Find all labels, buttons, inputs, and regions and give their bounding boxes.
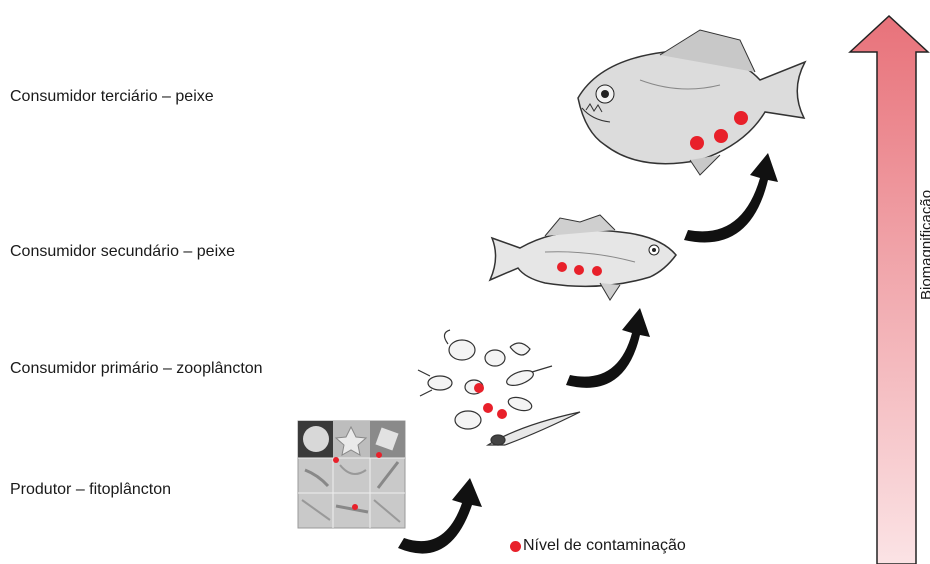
biomagnification-arrow (850, 16, 928, 564)
phytoplankton-grid-icon (298, 421, 405, 528)
legend: Nível de contaminação (510, 537, 686, 555)
bass-fish-icon (490, 215, 676, 300)
zooplankton-cluster-icon (418, 330, 580, 445)
contamination-dot-icon (510, 541, 521, 552)
piranha-fish-icon (578, 30, 805, 175)
legend-label: Nível de contaminação (523, 537, 686, 555)
biomagnification-label: Biomagnificação (918, 190, 930, 300)
